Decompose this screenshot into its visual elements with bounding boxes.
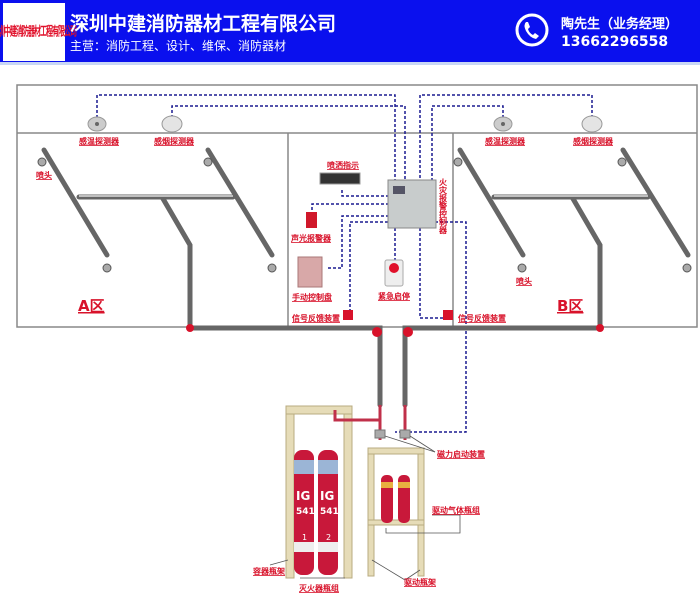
signal-feedback-label: 信号反馈装置 (292, 313, 340, 323)
alarm-label: 声光报警器 (290, 233, 332, 243)
signal-feedback-device (343, 310, 353, 320)
emergency-stop-light (389, 263, 399, 273)
company-logo: 深圳中建消防器材工程有限公司 (0, 3, 77, 61)
smoke-detector-b (581, 115, 603, 133)
nozzle-label: 喷头 (516, 276, 532, 286)
business-scope: 主营：消防工程、设计、维保、消防器材 (70, 39, 287, 53)
signal-wires (96, 94, 593, 433)
logo-text: 深圳中建消防器材工程有限公司 (0, 24, 77, 40)
zone-b-label: B区 (557, 297, 583, 315)
temp-detector-b (493, 116, 513, 132)
cylinder-model: 541 (296, 507, 315, 517)
emergency-stop-label: 紧急启停 (378, 291, 410, 301)
leader-lines (269, 435, 461, 581)
phone-number: 13662296558 (561, 34, 669, 50)
manual-panel-label: 手动控制盘 (292, 292, 332, 302)
drive-gas-group-label: 驱动气体瓶组 (432, 505, 480, 515)
zone-a-pipes (41, 147, 275, 330)
signal-feedback-label: 信号反馈装置 (458, 313, 506, 323)
spray-indicator (319, 172, 361, 185)
smoke-detector-label: 感烟探测器 (573, 136, 614, 146)
extinguisher-group-label: 灭火器瓶组 (298, 583, 339, 593)
smoke-detector-a (161, 115, 183, 133)
zone-a-label: A区 (78, 297, 105, 315)
controller-label: 火灾报警控制器 (438, 178, 448, 235)
cylinder-agent: IG (320, 489, 334, 503)
spray-indicator-label: 喷洒指示 (327, 160, 359, 170)
extinguisher-cylinders (294, 450, 338, 575)
nozzles (37, 157, 692, 273)
cylinder-agent: IG (296, 489, 310, 503)
nozzle-label: 喷头 (36, 170, 52, 180)
header-banner: 深圳中建消防器材工程有限公司 深圳中建消防器材工程有限公司 主营：消防工程、设计… (0, 0, 700, 62)
drive-gas-cylinders (381, 475, 410, 523)
drive-rack (367, 447, 425, 577)
main-pipes (186, 324, 604, 440)
contact-person: 陶先生（业务经理） (561, 17, 679, 32)
drive-rack-label: 驱动瓶架 (404, 577, 436, 587)
temp-detector-label: 感温探测器 (79, 136, 120, 146)
zone-b-pipes (457, 147, 691, 330)
temp-detector-label: 感温探测器 (485, 136, 526, 146)
sound-light-alarm (306, 212, 317, 228)
cylinder-number: 1 (302, 533, 307, 542)
temp-detector-a (87, 116, 107, 132)
cylinder-model: 541 (320, 507, 339, 517)
manifold-pipe (333, 410, 380, 422)
magnetic-starters (374, 429, 411, 439)
cylinder-number: 2 (326, 533, 331, 542)
divider (0, 62, 700, 65)
phone-icon (515, 13, 549, 47)
smoke-detector-label: 感烟探测器 (154, 136, 195, 146)
magnetic-starter-label: 磁力启动装置 (437, 449, 485, 459)
company-name: 深圳中建消防器材工程有限公司 (70, 13, 337, 35)
controller-screen (393, 186, 405, 194)
manual-control-panel (297, 256, 323, 288)
container-rack-label: 容器瓶架 (252, 566, 285, 576)
signal-feedback-device (443, 310, 453, 320)
